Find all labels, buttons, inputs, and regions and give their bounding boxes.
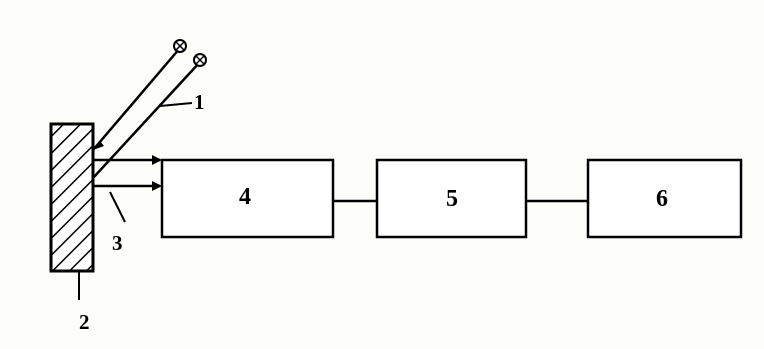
label-1: 1 [194,90,205,114]
block-6-label: 6 [656,186,668,212]
block-5 [375,158,528,239]
block-4 [160,158,335,239]
block-4-label: 4 [239,184,251,210]
crossed-circle-icon [173,39,187,53]
label-2: 2 [79,310,90,334]
leader-line-1 [159,102,193,107]
fiber-line-outgoing [92,61,201,179]
crossed-circle-icon [193,53,207,67]
leader-line-3 [109,191,126,223]
label-3: 3 [112,231,123,255]
block-6 [586,158,743,239]
arrowhead-incoming [93,141,104,150]
sample-plate [49,122,95,273]
block-5-label: 5 [446,186,458,212]
fiber-line-incoming [92,47,181,151]
fiber-bundle [92,39,207,179]
